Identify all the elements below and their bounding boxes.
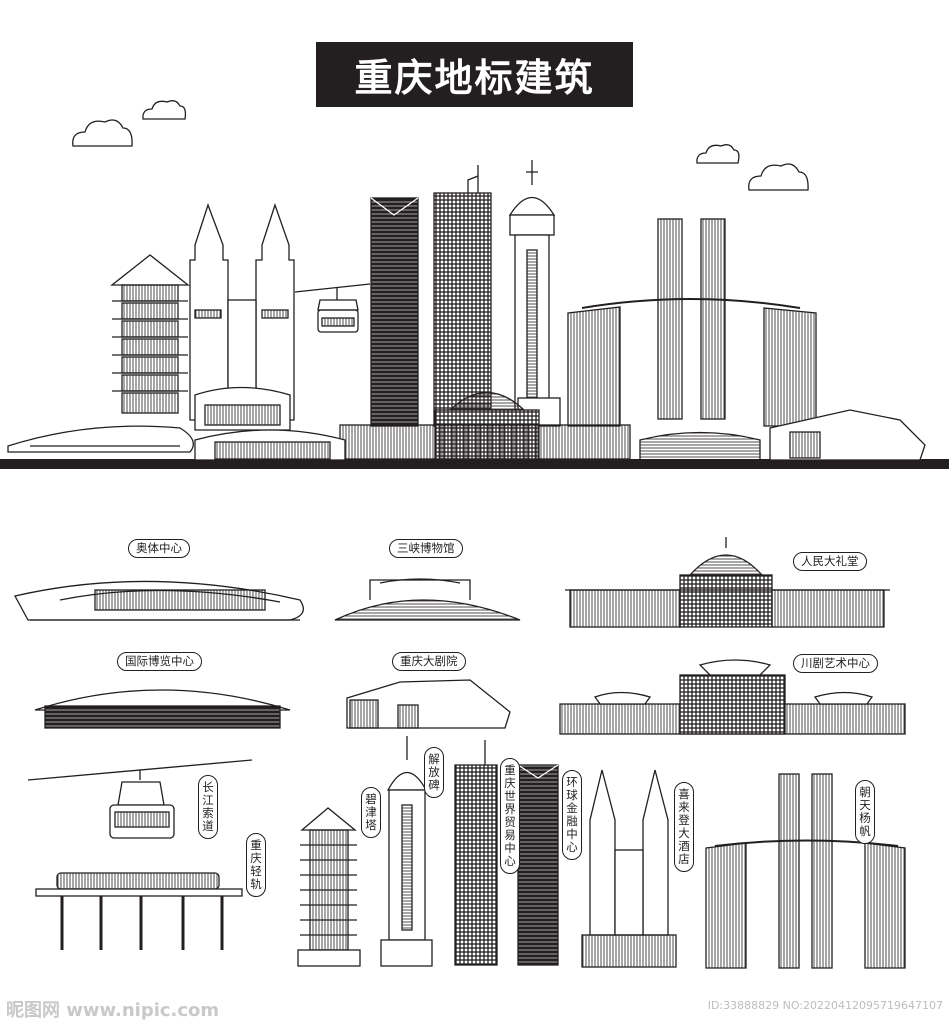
chaotian-drawing — [705, 773, 906, 969]
huanqiu-drawing — [517, 764, 559, 966]
guoji-drawing — [34, 689, 291, 729]
label-suodao: 长江索道 — [198, 775, 218, 839]
label-sanxia: 三峡博物馆 — [389, 539, 463, 558]
skyline — [0, 160, 949, 469]
label-qinggui: 重庆轻轨 — [246, 833, 266, 897]
jiefangbei-drawing — [380, 736, 433, 967]
qinggui-drawing — [35, 872, 243, 950]
label-chuanju: 川剧艺术中心 — [793, 654, 878, 673]
watermark-id: ID:33888829 NO:20220412095719647107 — [707, 999, 943, 1012]
sanxia-drawing — [334, 578, 521, 621]
bijinta-drawing — [297, 807, 361, 967]
dajuyuan-drawing — [346, 679, 511, 729]
chuanju-drawing — [559, 659, 906, 735]
aoti-drawing — [14, 580, 304, 621]
xilaideng-drawing — [581, 769, 677, 968]
label-aoti: 奥体中心 — [128, 539, 190, 558]
label-shimao: 重庆世界贸易中心 — [500, 758, 520, 874]
label-renmin: 人民大礼堂 — [793, 552, 867, 571]
label-bijinta: 碧津塔 — [361, 787, 381, 838]
suodao-drawing — [27, 759, 253, 839]
label-dajuyuan: 重庆大剧院 — [392, 652, 466, 671]
cloud-icon — [72, 100, 809, 191]
watermark-site: 昵图网 www.nipic.com — [6, 1000, 220, 1021]
renmin-drawing — [565, 537, 890, 628]
watermark-bar — [0, 992, 949, 1024]
label-xilaideng: 喜来登大酒店 — [674, 782, 694, 872]
page-title: 重庆地标建筑 — [316, 42, 633, 107]
shimao-drawing — [454, 740, 498, 966]
label-jiefangbei: 解放碑 — [424, 747, 444, 798]
label-guoji: 国际博览中心 — [117, 652, 202, 671]
label-huanqiu: 环球金融中心 — [562, 770, 582, 860]
label-chaotian: 朝天杨帆 — [855, 780, 875, 844]
